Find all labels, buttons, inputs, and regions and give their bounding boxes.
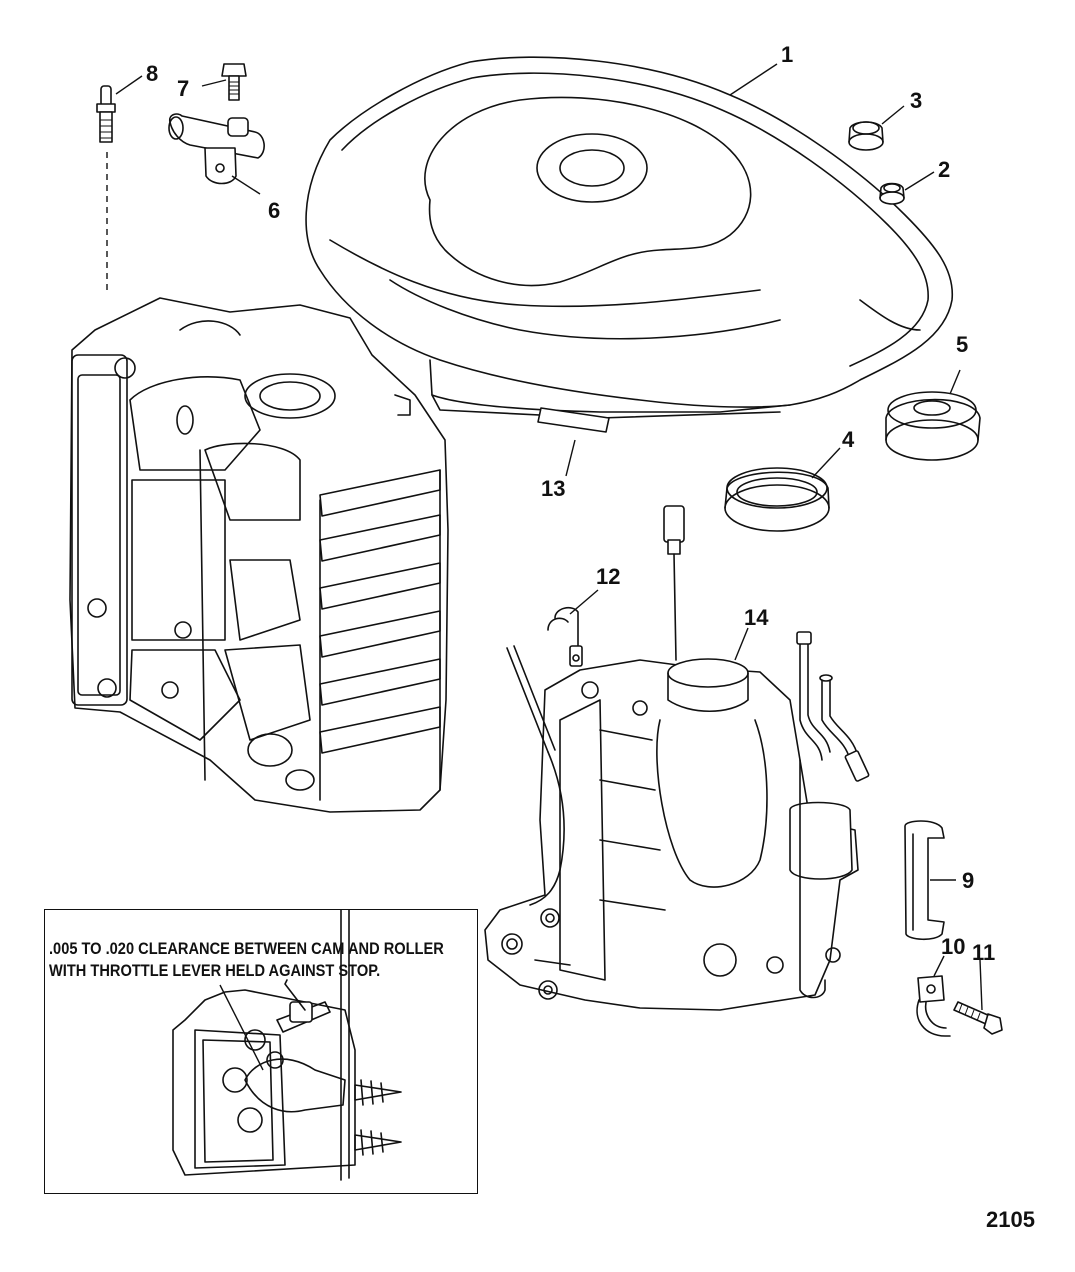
- callout-5: 5: [956, 332, 968, 357]
- callout-11: 11: [972, 940, 995, 965]
- part-bolt-7: [221, 63, 247, 101]
- callout-13: 13: [541, 476, 565, 501]
- callout-6: 6: [268, 198, 280, 223]
- callout-3: 3: [910, 88, 922, 113]
- callout-7: 7: [177, 76, 189, 101]
- part-clip-12: [547, 606, 583, 667]
- callout-1: 1: [781, 42, 793, 67]
- part-clamp-10: [916, 975, 951, 1037]
- callout-14: 14: [744, 605, 769, 630]
- callout-9: 9: [962, 868, 974, 893]
- inset-caption-line-2: WITH THROTTLE LEVER HELD AGAINST STOP.: [49, 961, 381, 980]
- inset-caption: .005 TO .020 CLEARANCE BETWEEN CAM AND R…: [49, 938, 444, 982]
- part-seal-ring: [724, 467, 830, 532]
- part-grommet-small: [879, 182, 905, 205]
- callout-4: 4: [842, 427, 855, 452]
- part-flywheel-cover: [305, 56, 954, 419]
- inset-throttle-detail: [172, 910, 402, 1181]
- part-grommet-large: [848, 121, 884, 151]
- part-bolt-11: [953, 1001, 1003, 1035]
- callout-8: 8: [146, 61, 158, 86]
- leader-lines: [115, 63, 983, 1011]
- part-decal: [537, 407, 610, 433]
- part-sensor: [168, 113, 265, 185]
- drawing-number: 2105: [986, 1207, 1035, 1232]
- part-seal-cup: [885, 391, 981, 461]
- part-stud-8: [96, 85, 116, 292]
- inset-caption-line-1: .005 TO .020 CLEARANCE BETWEEN CAM AND R…: [49, 939, 444, 958]
- callout-2: 2: [938, 157, 950, 182]
- inset-detail-box: .005 TO .020 CLEARANCE BETWEEN CAM AND R…: [44, 909, 478, 1194]
- part-cylinder-block: [69, 297, 449, 813]
- callout-10: 10: [941, 934, 965, 959]
- part-bracket-9: [904, 820, 945, 941]
- callout-labels: 1 2 3 4 5 6 7 8 9 10 11 12 13 14: [146, 42, 995, 965]
- callout-12: 12: [596, 564, 620, 589]
- part-fuel-assembly: [484, 505, 870, 1011]
